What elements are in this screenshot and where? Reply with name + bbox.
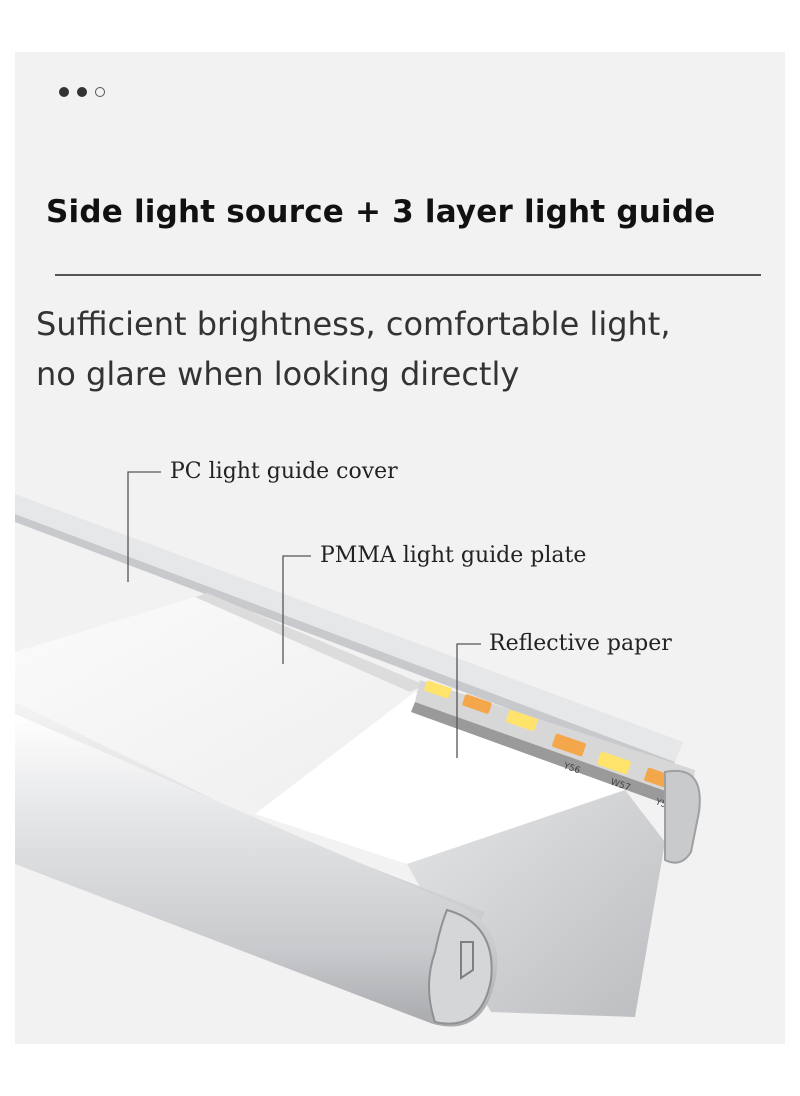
pmma-plate	[15, 593, 425, 812]
callout-pc-cover: PC light guide cover	[170, 459, 398, 484]
carousel-dot[interactable]	[95, 87, 105, 97]
led-chip	[424, 680, 452, 699]
led-chip	[597, 751, 631, 775]
subheadline-line-1: Sufficient brightness, comfortable light…	[36, 305, 671, 343]
end-cap-right	[664, 769, 701, 864]
led-chip	[462, 694, 492, 714]
subheadline-line-2: no glare when looking directly	[36, 355, 520, 393]
divider	[55, 274, 761, 276]
product-slide: Side light source + 3 layer light guide …	[15, 52, 785, 1044]
carousel-dot[interactable]	[59, 87, 69, 97]
subheadline: Sufficient brightness, comfortable light…	[36, 299, 671, 399]
led-chip	[552, 733, 586, 757]
carousel-dot[interactable]	[77, 87, 87, 97]
aluminium-front-rail	[15, 702, 498, 1027]
led-chip	[506, 709, 538, 731]
callout-line-pc-cover	[127, 471, 161, 582]
headline: Side light source + 3 layer light guide	[46, 194, 716, 230]
pc-cover-plate	[15, 494, 683, 770]
callout-line-pmma-plate	[282, 555, 311, 664]
light-bar-illustration: Y56 W57 Y57	[15, 471, 701, 1027]
reflective-paper	[255, 692, 625, 864]
callout-reflective-paper: Reflective paper	[489, 631, 672, 656]
callout-pmma-plate: PMMA light guide plate	[320, 543, 587, 568]
callout-line-reflective-paper	[456, 643, 481, 758]
carousel-indicator[interactable]	[59, 87, 105, 97]
